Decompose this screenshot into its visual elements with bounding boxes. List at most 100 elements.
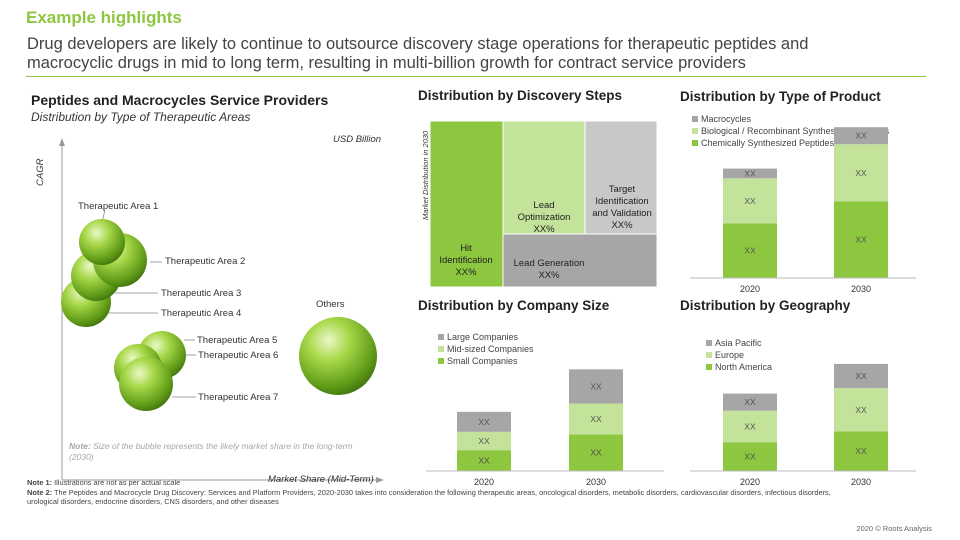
company-value-label-0-2: XX <box>478 417 490 427</box>
lead-opt-line-3: XX% <box>533 224 555 235</box>
product-chart-title: Distribution by Type of Product <box>680 89 881 104</box>
product-bar-0-1 <box>723 178 777 224</box>
bubble-label-others: Others <box>316 299 345 310</box>
product-bar-0-0 <box>723 223 777 278</box>
geo-legend-swatch-1 <box>706 352 712 358</box>
cell-lead-optimization <box>502 120 586 235</box>
bubble-label-1: Therapeutic Area 1 <box>78 201 158 212</box>
product-bar-1-1 <box>834 144 888 202</box>
target-line-2: Identification <box>595 196 648 207</box>
company-bar-1-2 <box>569 369 623 404</box>
header-divider <box>26 76 926 77</box>
company-legend-label-1: Mid-sized Companies <box>447 344 534 354</box>
note-1: Note 1: Illustrations are not as per act… <box>27 478 180 487</box>
note-2-text: The Peptides and Macrocycle Drug Discove… <box>52 488 831 497</box>
company-legend-swatch-2 <box>438 334 444 340</box>
hit-line-1: Hit <box>460 243 472 254</box>
product-value-label-0-0: XX <box>744 246 756 256</box>
product-value-label-1-2: XX <box>855 131 867 141</box>
geo-bar-1-0 <box>834 431 888 471</box>
company-value-label-1-1: XX <box>590 414 602 424</box>
discovery-chart-title: Distribution by Discovery Steps <box>418 88 623 103</box>
note-2-cont: urological disorders, endocrine disorder… <box>27 497 279 506</box>
geo-bar-0-2 <box>723 393 777 411</box>
product-legend-swatch-0 <box>692 140 698 146</box>
product-legend-label-2: Macrocycles <box>701 114 752 124</box>
company-legend-label-0: Small Companies <box>447 356 518 366</box>
cell-target-identification <box>584 120 658 235</box>
note-2-label: Note 2: <box>27 488 53 497</box>
bubble-label-3: Therapeutic Area 3 <box>161 288 241 299</box>
bubble-label-4: Therapeutic Area 4 <box>161 308 241 319</box>
lead-opt-line-2: Optimization <box>518 212 571 223</box>
geo-value-label-0-0: XX <box>744 452 756 462</box>
geo-value-label-1-0: XX <box>855 446 867 456</box>
product-value-label-0-1: XX <box>744 196 756 206</box>
lead-gen-line-1: Lead Generation <box>514 258 585 269</box>
geo-bar-1-2 <box>834 363 888 389</box>
target-line-3: and Validation <box>592 208 652 219</box>
y-axis-label: CAGR <box>35 158 46 186</box>
headline-line-1: Drug developers are likely to continue t… <box>27 35 809 53</box>
company-bar-0-2 <box>457 411 511 432</box>
product-legend-label-0: Chemically Synthesized Peptides <box>701 138 835 148</box>
bubble-others <box>299 317 377 395</box>
geo-chart-title: Distribution by Geography <box>680 298 851 313</box>
geo-bar-0-1 <box>723 410 777 443</box>
lead-gen-line-2: XX% <box>538 270 560 281</box>
bubble-axes <box>59 138 384 483</box>
bubble-chart-title: Peptides and Macrocycles Service Provide… <box>31 92 329 108</box>
note-2: Note 2: The Peptides and Macrocycle Drug… <box>27 488 831 497</box>
hit-line-3: XX% <box>455 267 477 278</box>
note-1-label: Note 1: <box>27 478 53 487</box>
product-value-label-1-1: XX <box>855 168 867 178</box>
geo-tick-0: 2020 <box>740 477 760 487</box>
product-bar-0-2 <box>723 168 777 179</box>
company-bar-0-1 <box>457 431 511 451</box>
bubble-area-1 <box>79 219 125 265</box>
bubble-size-note: Note: Size of the bubble represents the … <box>69 441 352 451</box>
bubble-group <box>61 209 377 411</box>
bubble-label-6: Therapeutic Area 6 <box>198 350 278 361</box>
company-bar-1-1 <box>569 403 623 435</box>
geo-legend-label-0: North America <box>715 362 772 372</box>
bubble-note-label: Note: <box>69 441 91 451</box>
treemap-y-label: Market Distribution in 2030 <box>421 130 430 220</box>
product-legend-swatch-1 <box>692 128 698 134</box>
section-heading: Example highlights <box>26 8 182 27</box>
bubble-labels: Therapeutic Area 1 Therapeutic Area 2 Th… <box>78 201 345 403</box>
geo-value-label-1-1: XX <box>855 405 867 415</box>
target-line-1: Target <box>609 184 636 195</box>
cell-lead-generation <box>502 233 658 288</box>
lead-opt-line-1: Lead <box>533 200 554 211</box>
geo-bar-0-0 <box>723 442 777 471</box>
product-bar-1-2 <box>834 127 888 145</box>
product-bar-1-0 <box>834 201 888 278</box>
company-value-label-0-0: XX <box>478 456 490 466</box>
company-bar-0-0 <box>457 450 511 471</box>
bubble-size-note-2: (2030) <box>69 452 94 462</box>
bubble-label-5: Therapeutic Area 5 <box>197 335 277 346</box>
copyright-footer: 2020 © Roots Analysis <box>856 524 932 533</box>
bubble-chart-subtitle: Distribution by Type of Therapeutic Area… <box>31 110 251 124</box>
geo-legend-label-2: Asia Pacific <box>715 338 762 348</box>
company-chart-title: Distribution by Company Size <box>418 298 610 313</box>
company-value-label-1-0: XX <box>590 448 602 458</box>
product-tick-1: 2030 <box>851 284 871 294</box>
product-legend-label-1: Biological / Recombinant Synthesized Pep… <box>701 126 890 136</box>
company-legend-label-2: Large Companies <box>447 332 519 342</box>
geo-legend-swatch-0 <box>706 364 712 370</box>
company-legend-swatch-1 <box>438 346 444 352</box>
company-tick-1: 2030 <box>586 477 606 487</box>
discovery-treemap: Market Distribution in 2030 Hit Identifi… <box>421 120 658 288</box>
cell-hit-identification <box>429 120 504 288</box>
product-legend-swatch-2 <box>692 116 698 122</box>
geo-value-label-0-1: XX <box>744 421 756 431</box>
target-line-4: XX% <box>611 220 633 231</box>
company-value-label-1-2: XX <box>590 381 602 391</box>
geo-value-label-0-2: XX <box>744 397 756 407</box>
